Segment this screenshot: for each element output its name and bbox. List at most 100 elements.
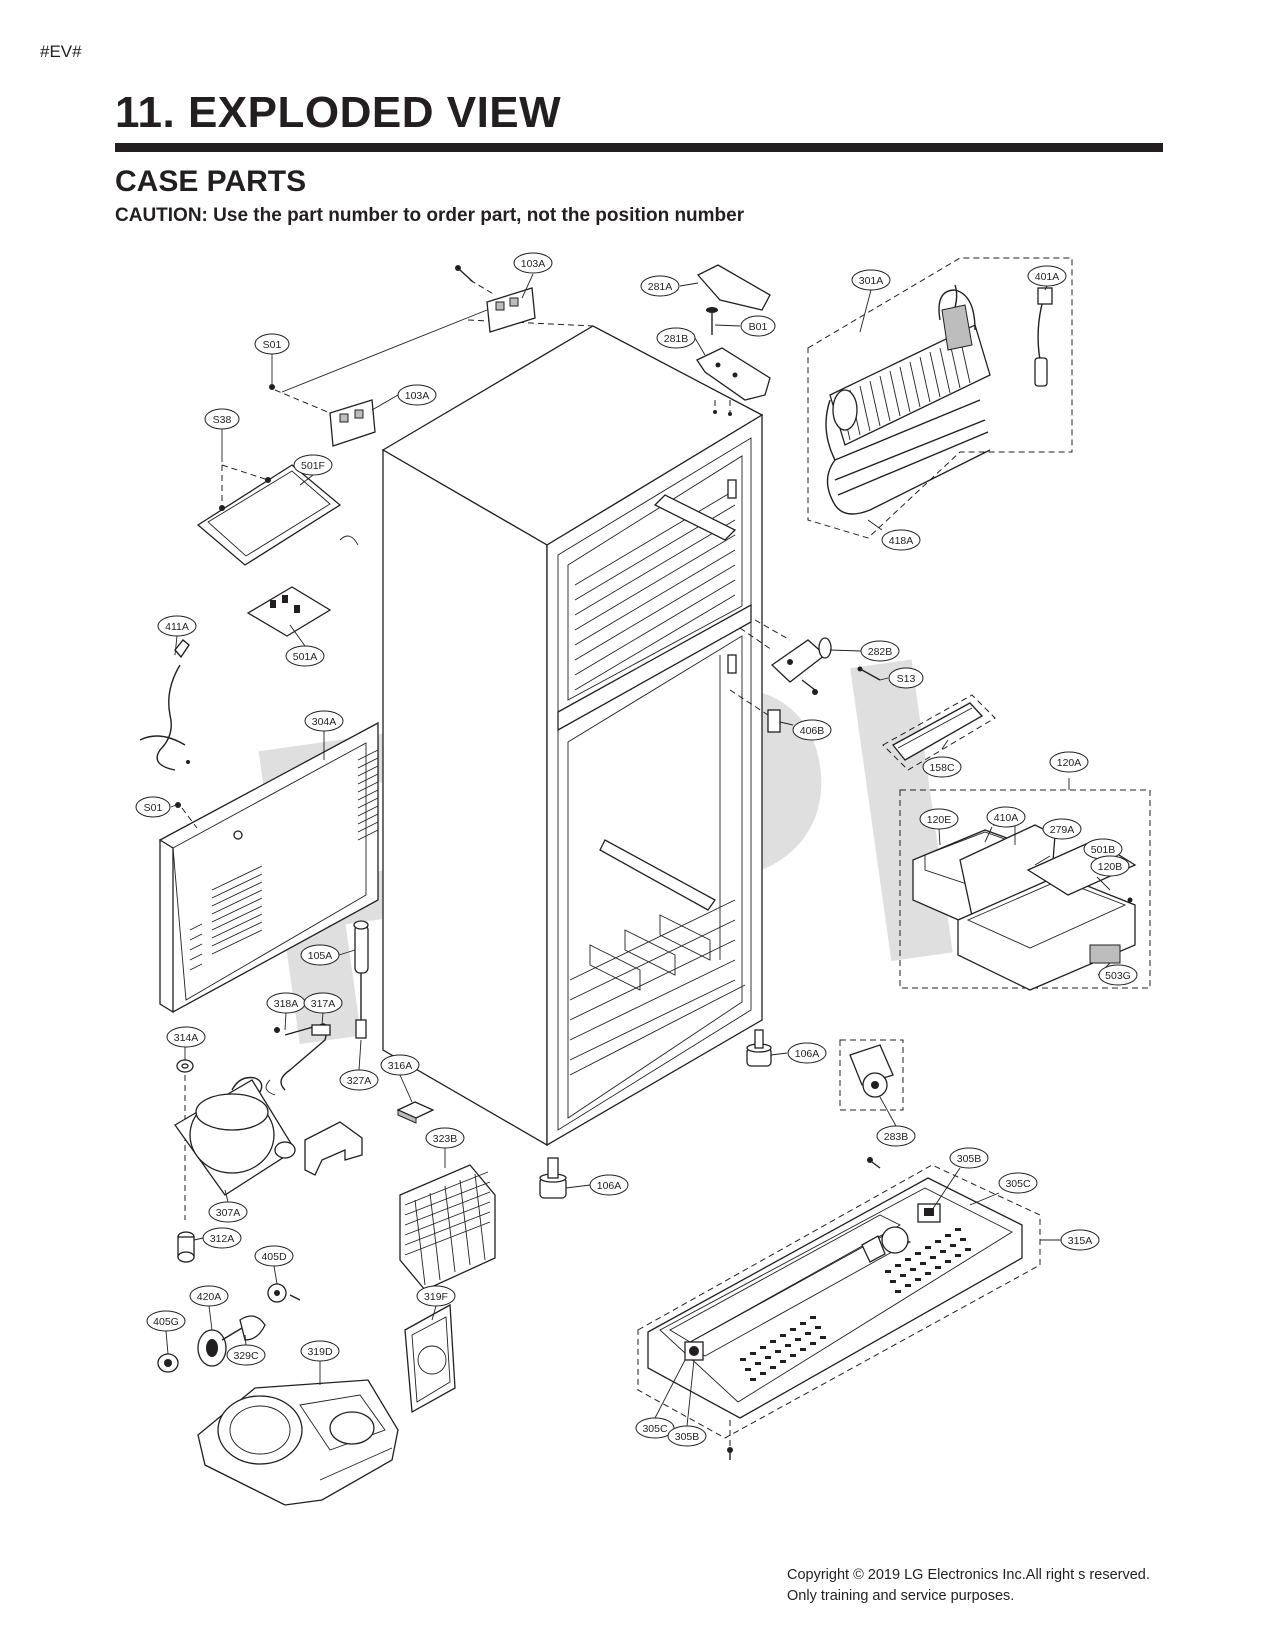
label-327A: 327A bbox=[339, 1069, 379, 1091]
svg-text:501F: 501F bbox=[301, 460, 325, 472]
label-106A-right: 106A bbox=[787, 1042, 827, 1064]
svg-text:319D: 319D bbox=[307, 1346, 333, 1358]
top-right-parts bbox=[696, 257, 1073, 771]
svg-text:281B: 281B bbox=[664, 333, 689, 345]
label-S01-mid: S01 bbox=[135, 796, 171, 818]
label-B01: B01 bbox=[740, 315, 776, 337]
svg-text:318A: 318A bbox=[274, 998, 299, 1010]
label-501B: 501B bbox=[1083, 838, 1123, 860]
label-106A-bottom: 106A bbox=[589, 1174, 629, 1196]
svg-text:106A: 106A bbox=[795, 1048, 820, 1060]
label-316A: 316A bbox=[380, 1054, 420, 1076]
section-tag: #EV# bbox=[40, 42, 82, 61]
label-307A: 307A bbox=[208, 1201, 248, 1223]
label-281A: 281A bbox=[640, 275, 680, 297]
page-title: 11. EXPLODED VIEW bbox=[115, 88, 562, 137]
label-323B: 323B bbox=[425, 1127, 465, 1149]
svg-text:501A: 501A bbox=[293, 651, 318, 663]
label-501F: 501F bbox=[293, 454, 333, 476]
svg-text:105A: 105A bbox=[308, 950, 333, 962]
copyright-line-1: Copyright © 2019 LG Electronics Inc.All … bbox=[787, 1567, 1150, 1583]
refrigerator-cabinet bbox=[381, 319, 764, 1147]
label-503G: 503G bbox=[1098, 964, 1138, 986]
label-418A: 418A bbox=[881, 529, 921, 551]
label-305C-top: 305C bbox=[998, 1172, 1038, 1194]
label-420A: 420A bbox=[189, 1285, 229, 1307]
svg-text:120B: 120B bbox=[1098, 861, 1123, 873]
svg-text:305B: 305B bbox=[957, 1153, 982, 1165]
caution-note: CAUTION: Use the part number to order pa… bbox=[115, 205, 745, 226]
svg-text:406B: 406B bbox=[800, 725, 825, 737]
svg-text:305B: 305B bbox=[675, 1431, 700, 1443]
svg-text:314A: 314A bbox=[174, 1032, 199, 1044]
svg-text:315A: 315A bbox=[1068, 1235, 1093, 1247]
svg-text:405D: 405D bbox=[261, 1251, 287, 1263]
svg-text:282B: 282B bbox=[868, 646, 893, 658]
label-282B: 282B bbox=[860, 640, 900, 662]
svg-text:281A: 281A bbox=[648, 281, 673, 293]
base-plate bbox=[647, 1177, 1023, 1419]
label-329C: 329C bbox=[226, 1344, 266, 1366]
label-317A: 317A bbox=[303, 992, 343, 1014]
label-103A-top: 103A bbox=[513, 252, 553, 274]
svg-text:158C: 158C bbox=[929, 762, 955, 774]
svg-text:304A: 304A bbox=[312, 716, 337, 728]
label-S01-top: S01 bbox=[254, 333, 290, 355]
svg-text:418A: 418A bbox=[889, 535, 914, 547]
label-120A: 120A bbox=[1049, 751, 1089, 773]
label-120E: 120E bbox=[919, 808, 959, 830]
svg-text:501B: 501B bbox=[1091, 844, 1116, 856]
label-120B: 120B bbox=[1090, 855, 1130, 877]
label-301A: 301A bbox=[851, 269, 891, 291]
svg-text:319F: 319F bbox=[424, 1291, 448, 1303]
svg-text:323B: 323B bbox=[433, 1133, 458, 1145]
compressor bbox=[174, 1076, 296, 1196]
label-281B: 281B bbox=[656, 327, 696, 349]
svg-text:120A: 120A bbox=[1057, 757, 1082, 769]
label-319F: 319F bbox=[416, 1285, 456, 1307]
label-401A: 401A bbox=[1027, 265, 1067, 287]
svg-text:106A: 106A bbox=[597, 1180, 622, 1192]
title-rule bbox=[115, 143, 1163, 152]
svg-text:312A: 312A bbox=[210, 1233, 235, 1245]
top-left-parts bbox=[139, 265, 536, 1014]
part-labels: 103A 281A B01 281B 301A 401A S01 103A S3… bbox=[135, 252, 1138, 1447]
svg-text:327A: 327A bbox=[347, 1075, 372, 1087]
svg-text:317A: 317A bbox=[311, 998, 336, 1010]
compressor-area bbox=[157, 920, 496, 1506]
svg-text:S38: S38 bbox=[213, 414, 232, 426]
label-S38: S38 bbox=[204, 408, 240, 430]
label-158C: 158C bbox=[922, 756, 962, 778]
svg-text:279A: 279A bbox=[1050, 824, 1075, 836]
svg-text:103A: 103A bbox=[521, 258, 546, 270]
label-405G: 405G bbox=[146, 1310, 186, 1332]
svg-text:329C: 329C bbox=[233, 1350, 259, 1362]
label-304A: 304A bbox=[304, 710, 344, 732]
svg-text:503G: 503G bbox=[1105, 970, 1131, 982]
svg-text:283B: 283B bbox=[884, 1131, 909, 1143]
svg-text:120E: 120E bbox=[927, 814, 952, 826]
svg-text:B01: B01 bbox=[749, 321, 768, 333]
copyright-line-2: Only training and service purposes. bbox=[787, 1588, 1015, 1604]
evaporator bbox=[825, 284, 991, 515]
label-405D: 405D bbox=[254, 1245, 294, 1267]
bottom-parts bbox=[539, 1029, 1041, 1460]
label-319D: 319D bbox=[300, 1340, 340, 1362]
label-411A: 411A bbox=[157, 615, 197, 637]
label-279A: 279A bbox=[1042, 818, 1082, 840]
label-410A: 410A bbox=[986, 806, 1026, 828]
svg-text:411A: 411A bbox=[165, 621, 189, 633]
label-314A: 314A bbox=[166, 1026, 206, 1048]
svg-text:305C: 305C bbox=[642, 1423, 668, 1435]
label-105A: 105A bbox=[300, 944, 340, 966]
svg-text:410A: 410A bbox=[994, 812, 1019, 824]
svg-text:420A: 420A bbox=[197, 1291, 222, 1303]
copyright-notice: Copyright © 2019 LG Electronics Inc.All … bbox=[787, 1565, 1150, 1607]
label-305B-bottom: 305B bbox=[667, 1425, 707, 1447]
label-406B: 406B bbox=[792, 719, 832, 741]
svg-text:S13: S13 bbox=[897, 673, 916, 685]
label-305B-top: 305B bbox=[949, 1147, 989, 1169]
svg-text:401A: 401A bbox=[1035, 271, 1060, 283]
section-subtitle: CASE PARTS bbox=[115, 165, 307, 198]
